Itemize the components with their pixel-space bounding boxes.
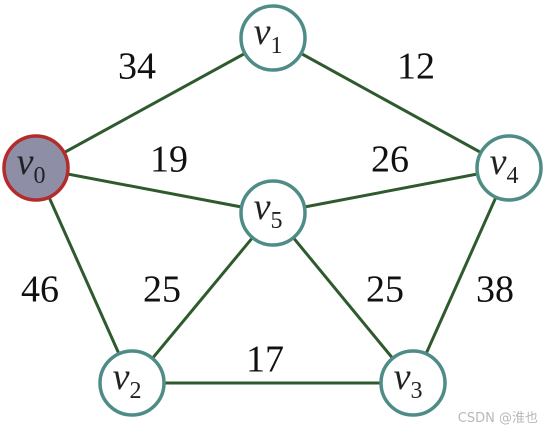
node-label-v0: v0 xyxy=(17,141,46,189)
node-circle xyxy=(239,179,307,247)
node-v1: v1 xyxy=(239,4,307,72)
node-label-subscript: 4 xyxy=(506,163,518,189)
node-label-v2: v2 xyxy=(113,356,142,404)
node-label-subscript: 3 xyxy=(410,378,422,404)
edge-weight-v4-v3: 38 xyxy=(476,269,514,311)
edge-v0-v1 xyxy=(35,36,274,170)
node-circle xyxy=(98,349,166,417)
node-v4: v4 xyxy=(475,134,543,202)
node-label-base: v xyxy=(113,356,130,398)
edge-v5-v3 xyxy=(271,212,415,384)
node-label-subscript: 5 xyxy=(270,208,282,234)
node-label-v4: v4 xyxy=(490,141,519,189)
edge-weight-v1-v4: 12 xyxy=(397,46,435,88)
edge-weight-v0-v2: 46 xyxy=(21,269,59,311)
edge-v0-v2 xyxy=(34,167,134,384)
node-label-base: v xyxy=(17,141,34,183)
node-label-base: v xyxy=(490,141,507,183)
edge-weights: 34 12 19 26 46 25 25 38 17 xyxy=(21,46,514,381)
edge-weight-v2-v5: 25 xyxy=(143,269,181,311)
edge-weight-v5-v4: 26 xyxy=(371,139,409,181)
edge-weight-v0-v1: 34 xyxy=(118,46,156,88)
node-label-subscript: 0 xyxy=(33,163,45,189)
node-label-v5: v5 xyxy=(254,186,283,234)
node-v2: v2 xyxy=(98,349,166,417)
node-label-base: v xyxy=(394,356,411,398)
edge-v0-v5 xyxy=(35,166,274,215)
node-label-v1: v1 xyxy=(254,11,283,59)
edge-v1-v4 xyxy=(272,36,510,170)
node-label-base: v xyxy=(254,11,271,53)
node-v3: v3 xyxy=(379,349,447,417)
edge-weight-v5-v3: 25 xyxy=(366,269,404,311)
edge-v5-v4 xyxy=(272,166,510,215)
node-circle xyxy=(475,134,543,202)
edge-v2-v5 xyxy=(130,212,275,384)
node-label-v3: v3 xyxy=(394,356,423,404)
node-v0: v0 xyxy=(2,134,70,202)
edge-v4-v3 xyxy=(411,167,511,384)
node-label-subscript: 2 xyxy=(129,378,141,404)
node-label-base: v xyxy=(254,186,271,228)
edge-weight-v2-v3: 17 xyxy=(246,339,284,381)
node-label-subscript: 1 xyxy=(270,33,282,59)
start-node-circle xyxy=(2,134,70,202)
node-circle xyxy=(239,4,307,72)
node-v5: v5 xyxy=(239,179,307,247)
node-circle xyxy=(379,349,447,417)
edges xyxy=(34,36,511,385)
watermark: CSDN @淮也 xyxy=(457,411,538,426)
edge-weight-v0-v5: 19 xyxy=(150,139,188,181)
